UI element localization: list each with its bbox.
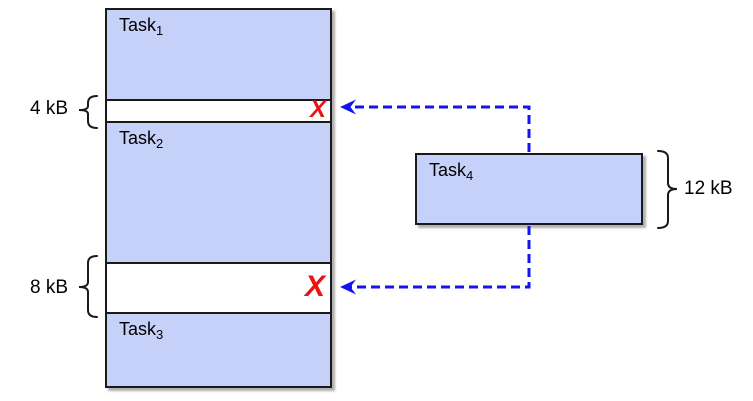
- task2-block: Task2: [107, 123, 330, 264]
- task4-block: Task4: [415, 153, 643, 225]
- task2-subscript: 2: [156, 136, 164, 151]
- task4-subscript: 4: [466, 168, 474, 183]
- task1-block: Task1: [107, 10, 330, 101]
- gap2-size-label: 8 kB: [29, 277, 68, 298]
- arrow-left-icon: [340, 99, 356, 115]
- reject-x-icon: X: [309, 96, 326, 123]
- reject-x-icon: X: [304, 270, 325, 303]
- task3-block: Task3: [107, 314, 330, 386]
- arrow-to-4kb-gap: [350, 105, 531, 152]
- task4-label: Task4: [429, 160, 474, 183]
- task3-label: Task3: [119, 319, 164, 342]
- task3-subscript: 3: [156, 327, 164, 342]
- brace-left-4kb-icon: [78, 95, 98, 129]
- free-gap-8kb: [107, 264, 330, 314]
- task1-label: Task1: [119, 15, 164, 38]
- arrow-left-icon: [340, 279, 356, 295]
- brace-right-12kb-icon: [657, 150, 678, 229]
- gap1-size-label: 4 kB: [29, 98, 68, 119]
- arrow-to-8kb-gap: [350, 226, 531, 289]
- task4-size-label: 12 kB: [684, 178, 733, 199]
- memory-column: Task1 Task2 Task3: [105, 8, 332, 388]
- brace-left-8kb-icon: [78, 255, 98, 318]
- task2-label: Task2: [119, 128, 164, 151]
- task1-subscript: 1: [156, 23, 164, 38]
- free-gap-4kb: [107, 101, 330, 123]
